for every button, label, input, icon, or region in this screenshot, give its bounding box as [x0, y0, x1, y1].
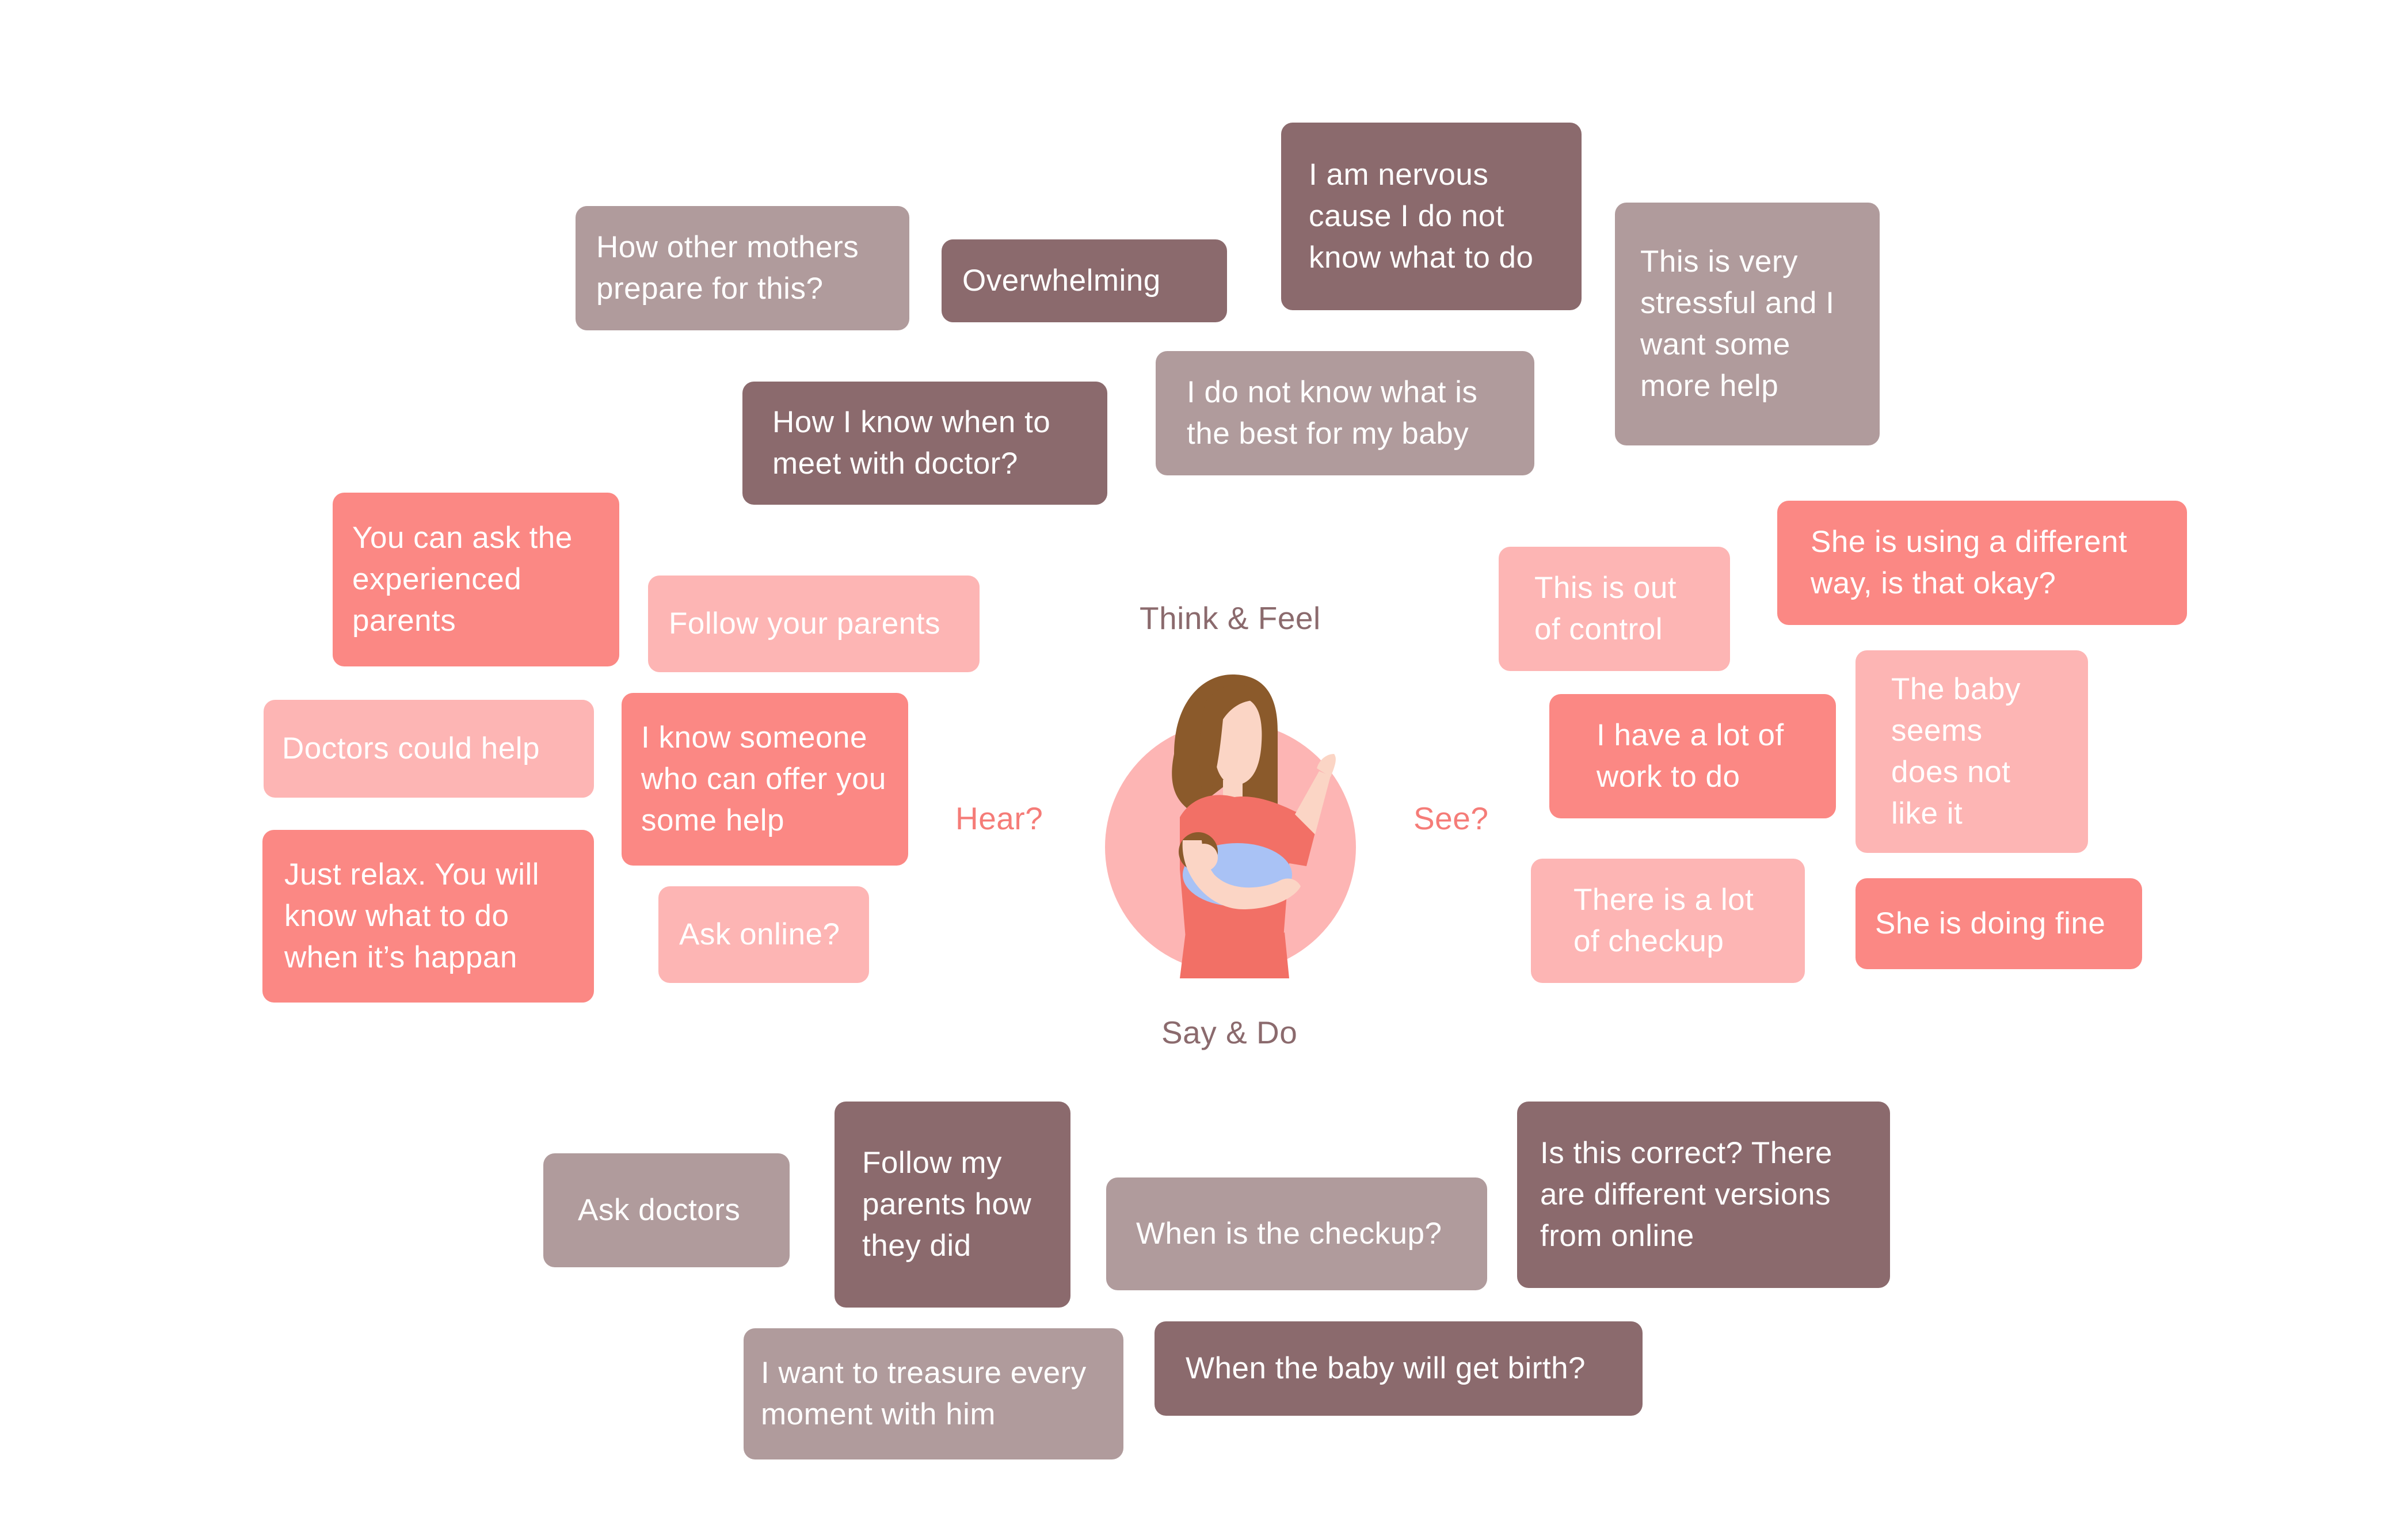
note-text: I do not know what is the best for my ba…	[1187, 375, 1478, 451]
hear-label: Hear?	[955, 801, 1043, 836]
think-note-meet-doctor: How I know when to meet with doctor?	[742, 382, 1107, 505]
say-note-treasure-moment: I want to treasure every moment with him	[744, 1328, 1123, 1459]
hear-note-experienced-parents: You can ask the experienced parents	[333, 493, 619, 666]
note-text: When is the checkup?	[1136, 1217, 1442, 1251]
raised-arm	[1295, 771, 1331, 834]
hear-note-know-someone: I know someone who can offer you some he…	[622, 693, 908, 866]
hair-front	[1199, 685, 1263, 806]
say-note-ask-doctors: Ask doctors	[543, 1153, 790, 1267]
think-note-stressful: This is very stressful and I want some m…	[1615, 203, 1880, 445]
mother-with-baby-illustration	[1105, 674, 1356, 978]
hear-note-follow-parents: Follow your parents	[648, 576, 980, 672]
note-text: This is out of control	[1534, 571, 1677, 646]
holding-arm	[1182, 840, 1301, 909]
note-text: She is doing fine	[1875, 906, 2106, 940]
note-text: Doctors could help	[282, 731, 540, 765]
say-note-when-checkup: When is the checkup?	[1106, 1177, 1487, 1290]
hand	[1317, 754, 1336, 777]
note-text: Follow my parents how they did	[862, 1146, 1032, 1263]
face	[1214, 697, 1262, 786]
note-text: Ask doctors	[578, 1193, 741, 1227]
think-note-nervous: I am nervous cause I do not know what to…	[1281, 123, 1582, 310]
note-text: Ask online?	[679, 917, 840, 951]
see-note-baby-not-like: The baby seems does not like it	[1855, 650, 2088, 853]
think-note-other-mothers: How other mothers prepare for this?	[576, 206, 909, 330]
note-text: There is a lot of checkup	[1573, 883, 1754, 958]
note-text: Just relax. You will know what to do whe…	[284, 858, 540, 974]
see-label: See?	[1413, 801, 1489, 836]
think-note-overwhelming: Overwhelming	[942, 239, 1227, 322]
say-do-label: Say & Do	[1161, 1015, 1298, 1050]
note-text: How other mothers prepare for this?	[596, 230, 859, 306]
hear-note-just-relax: Just relax. You will know what to do whe…	[262, 830, 594, 1003]
note-text: I know someone who can offer you some he…	[641, 721, 886, 837]
note-text: How I know when to meet with doctor?	[772, 405, 1051, 481]
think-feel-label: Think & Feel	[1140, 600, 1321, 636]
note-text: Follow your parents	[669, 607, 940, 641]
think-note-best-for-baby: I do not know what is the best for my ba…	[1156, 351, 1534, 475]
note-text: This is very stressful and I want some m…	[1640, 245, 1835, 403]
say-note-is-this-correct: Is this correct? There are different ver…	[1517, 1102, 1890, 1288]
hear-note-ask-online: Ask online?	[658, 886, 869, 983]
hear-note-doctors-help: Doctors could help	[264, 700, 594, 798]
note-text: She is using a different way, is that ok…	[1811, 525, 2128, 600]
say-note-follow-my-parents: Follow my parents how they did	[835, 1102, 1070, 1308]
note-text: Overwhelming	[962, 264, 1161, 298]
note-text: I am nervous cause I do not know what to…	[1309, 158, 1534, 275]
see-note-lot-of-work: I have a lot of work to do	[1549, 694, 1836, 818]
note-text: When the baby will get birth?	[1186, 1351, 1586, 1385]
see-note-lot-of-checkup: There is a lot of checkup	[1531, 859, 1805, 983]
see-note-different-way: She is using a different way, is that ok…	[1777, 501, 2187, 625]
note-text: The baby seems does not like it	[1891, 672, 2021, 830]
say-note-baby-birth: When the baby will get birth?	[1155, 1321, 1643, 1416]
note-text: Is this correct? There are different ver…	[1540, 1136, 1832, 1253]
note-text: I want to treasure every moment with him	[761, 1356, 1087, 1431]
see-note-doing-fine: She is doing fine	[1855, 878, 2142, 969]
note-text: You can ask the experienced parents	[352, 521, 573, 638]
note-text: I have a lot of work to do	[1597, 718, 1784, 794]
skirt	[1180, 932, 1289, 978]
see-note-out-of-control: This is out of control	[1499, 547, 1730, 671]
